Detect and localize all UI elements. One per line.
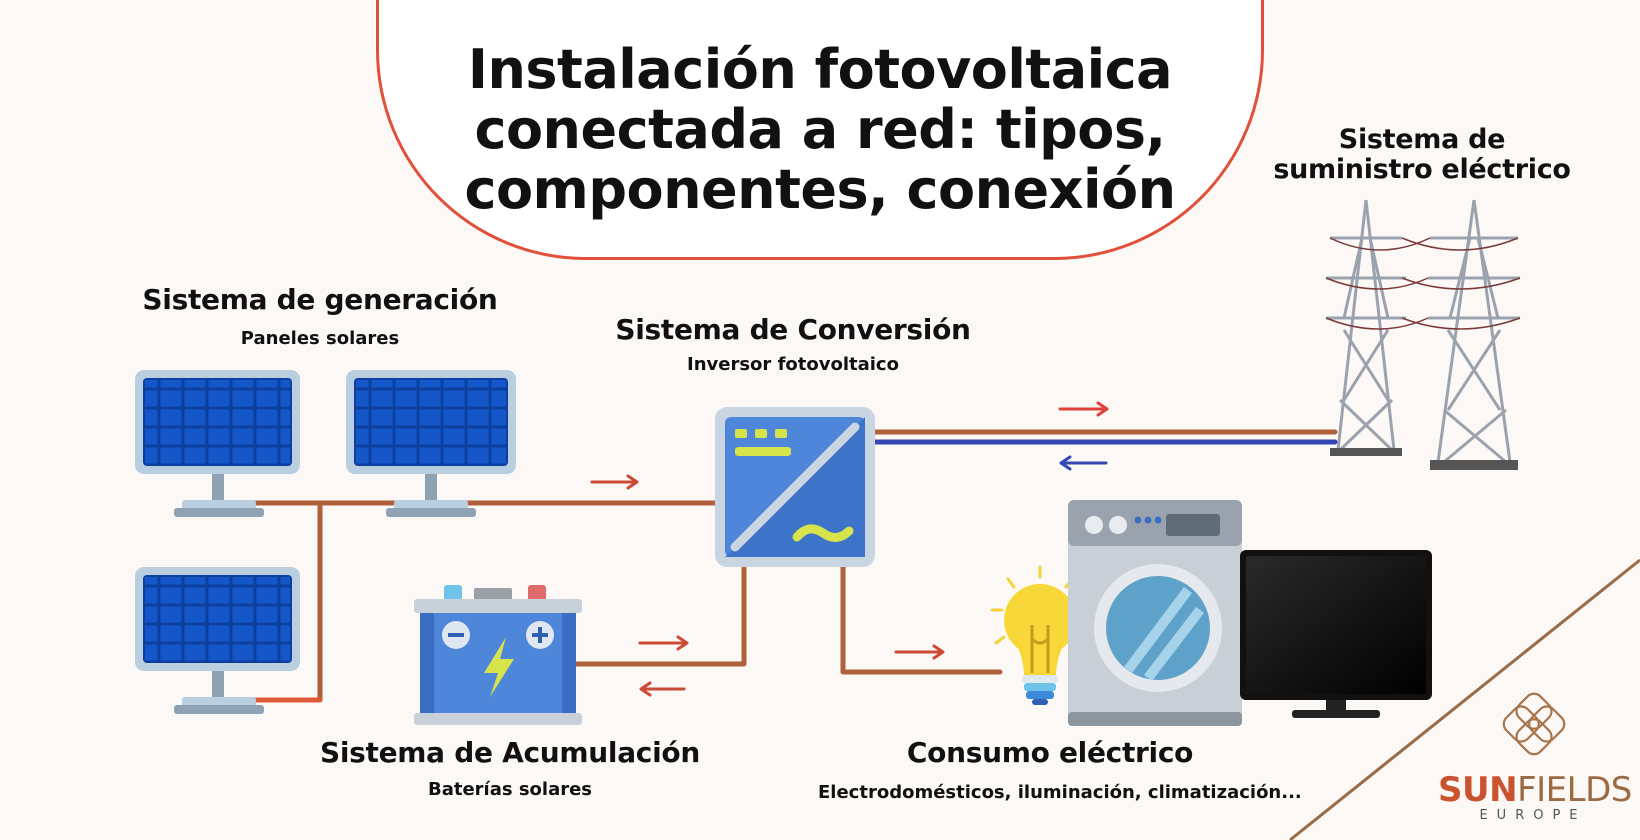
power-tower-icon (1325, 199, 1521, 470)
conversion-subheading: Inversor fotovoltaico (687, 354, 899, 375)
solar-panel-icon (135, 567, 300, 714)
arrow-right-icon (894, 644, 945, 660)
arrow-left-icon (639, 681, 686, 697)
brand-logo-bold: SUN (1438, 770, 1518, 810)
arrow-left-icon (1059, 455, 1108, 471)
title-banner: Instalación fotovoltaica conectada a red… (376, 0, 1264, 260)
corner-divider-line (1289, 558, 1640, 840)
brand-logo: SUNFIELDS (1438, 770, 1632, 810)
solar-panel-icon (135, 370, 300, 517)
light-bulb-icon (990, 565, 1090, 705)
brand-logo-light: FIELDS (1517, 770, 1632, 810)
conversion-heading: Sistema de Conversión (615, 313, 971, 346)
arrow-right-icon (638, 635, 689, 651)
television-icon (1240, 550, 1432, 718)
arrow-right-icon (1058, 401, 1109, 417)
storage-heading: Sistema de Acumulación (320, 736, 700, 769)
brand-logo-subtitle: EUROPE (1479, 808, 1587, 823)
solar-panel-icon (346, 370, 516, 517)
storage-subheading: Baterías solares (427, 779, 593, 800)
generation-heading: Sistema de generación (142, 283, 498, 316)
battery-icon (414, 585, 582, 725)
consumption-subheading: Electrodomésticos, iluminación, climatiz… (818, 782, 1302, 803)
title-line: componentes, conexión (464, 158, 1176, 221)
title-line: Instalación fotovoltaica (467, 38, 1173, 101)
title-line: conectada a red: tipos, (474, 98, 1166, 161)
cables (237, 429, 1338, 703)
generation-subheading: Paneles solares (240, 328, 400, 349)
cable-battery-to-inverter (573, 562, 747, 667)
grid-heading-line1: Sistema de (1338, 124, 1506, 155)
consumption-heading: Consumo eléctrico (906, 736, 1194, 769)
grid-heading-line2: suministro eléctrico (1273, 154, 1571, 185)
sunfields-logo-icon (1502, 692, 1566, 756)
inverter-icon (715, 407, 875, 567)
cable-inverter-to-consumption (840, 562, 1003, 675)
page-title: Instalación fotovoltaica conectada a red… (379, 40, 1261, 220)
washing-machine-icon (1068, 500, 1242, 726)
arrow-right-icon (590, 474, 639, 490)
